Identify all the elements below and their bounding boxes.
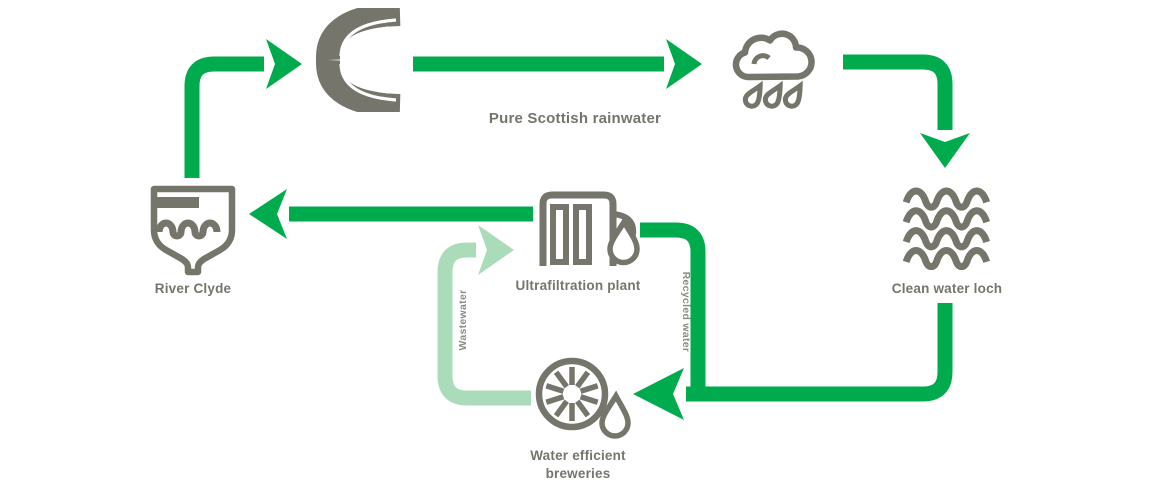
- arrowhead-to-plant: [478, 225, 514, 275]
- water-drop-icon: [607, 216, 640, 266]
- loch-label: Clean water loch: [891, 281, 1003, 296]
- water-waves-icon: [903, 187, 991, 270]
- arrow-rain-to-loch: [843, 54, 953, 130]
- breweries-label-line1: Water efficient: [530, 448, 626, 463]
- river-shield-icon: [150, 185, 236, 276]
- recycled-arrow-label: Recycled water: [680, 271, 692, 353]
- river-clyde-label: River Clyde: [154, 281, 232, 296]
- thistle-leaves-icon: [316, 8, 401, 112]
- wheel-droplet-icon: [535, 357, 631, 439]
- arrow-wastewater-loop: [437, 242, 531, 406]
- rainwater-arrow-label: Pure Scottish rainwater: [488, 110, 662, 127]
- filtration-jug-icon: [539, 191, 640, 266]
- water-drop-icon: [599, 390, 631, 439]
- arrow-loch-to-breweries: [686, 303, 953, 402]
- arrow-river-to-nature: [184, 56, 264, 178]
- breweries-label-line2: breweries: [545, 466, 611, 481]
- arrow-plant-recycled-down: [640, 222, 706, 394]
- arrowhead-to-breweries: [633, 368, 684, 420]
- shield-top-bar: [156, 197, 199, 208]
- plant-label: Ultrafiltration plant: [515, 278, 641, 293]
- arrowhead-to-river: [249, 189, 287, 239]
- rain-cloud-icon: [732, 30, 815, 109]
- arrowhead-to-loch: [920, 133, 970, 168]
- arrowhead-to-rain: [666, 39, 702, 89]
- wastewater-arrow-label: Wastewater: [457, 289, 469, 351]
- arrowhead-to-nature: [266, 39, 302, 89]
